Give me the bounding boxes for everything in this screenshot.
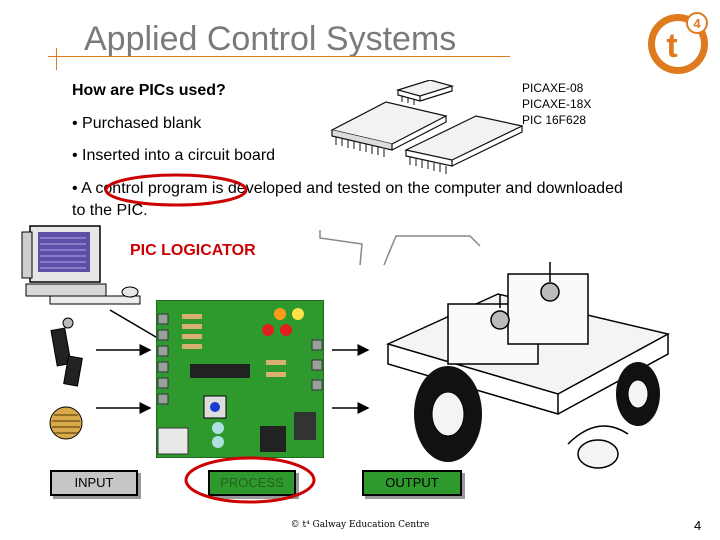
slide-title: Applied Control Systems — [84, 20, 457, 58]
bullet-purchased: • Purchased blank — [72, 115, 202, 132]
logo-superscript: 4 — [693, 16, 701, 31]
chip-label: PICAXE-18X — [522, 97, 592, 111]
pic-circuit-board-image — [156, 300, 324, 458]
title-tick — [56, 48, 57, 70]
pic-logicator-label: PIC LOGICATOR — [130, 242, 256, 259]
logo-letter: t — [666, 27, 677, 65]
bullet-program: • A control program is developed and tes… — [72, 180, 623, 219]
footer-credit: © t⁴ Galway Education Centre — [290, 520, 430, 530]
input-block: INPUT — [50, 470, 138, 496]
chip-label-list: PICAXE-08 PICAXE-18X PIC 16F628 — [522, 80, 591, 128]
pic-chips-image — [330, 80, 524, 174]
page-number: 4 — [694, 518, 702, 533]
computer-image — [21, 225, 141, 305]
t4-logo-icon: t 4 — [648, 12, 708, 74]
process-block: PROCESS — [208, 470, 296, 496]
input-sensors-image — [49, 317, 83, 440]
robot-buggy-image — [385, 262, 671, 469]
title-underline — [48, 56, 510, 57]
chip-label: PIC 16F628 — [522, 113, 587, 127]
bullet-inserted: • Inserted into a circuit board — [72, 147, 276, 164]
output-block: OUTPUT — [362, 470, 462, 496]
chip-label: PICAXE-08 — [522, 81, 584, 95]
question-heading: How are PICs used? — [72, 82, 226, 99]
